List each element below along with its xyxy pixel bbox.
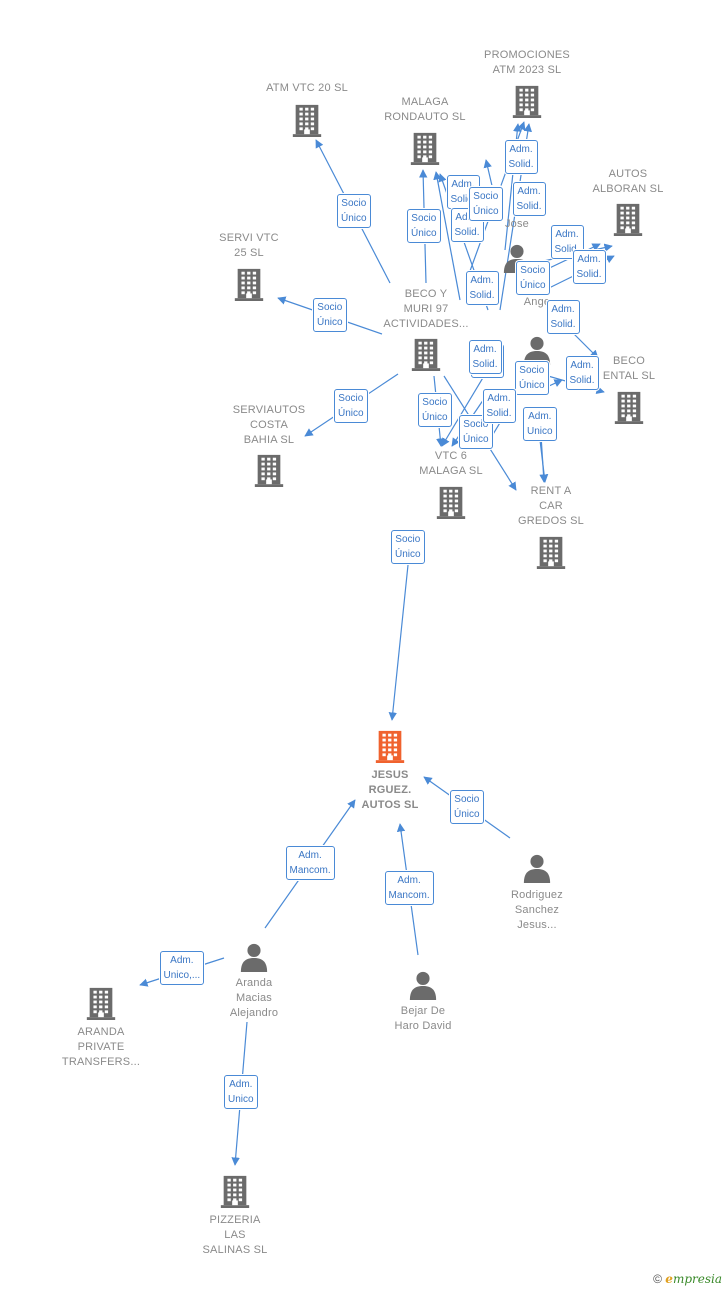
edge-line	[388, 564, 409, 721]
building-icon	[234, 268, 264, 301]
node-label: Rodriguez Sanchez Jesus...	[511, 889, 563, 931]
person-icon	[240, 943, 268, 972]
edge-label[interactable]: Socio Único	[334, 389, 368, 423]
edge-label[interactable]: Adm. Unico	[523, 407, 557, 441]
edge-label[interactable]: Adm. Unico	[224, 1075, 258, 1109]
edge-label[interactable]: Socio Único	[450, 790, 484, 824]
edge-line	[441, 365, 491, 447]
node-label: Aranda Macias Alejandro	[229, 977, 279, 1019]
brand-logo[interactable]: empresia	[665, 1272, 722, 1286]
edge-line	[539, 439, 549, 483]
node-label: VTC 6 MALAGA SL	[419, 450, 483, 477]
edge-label[interactable]: Adm. Solid.	[546, 300, 580, 334]
building-icon	[86, 987, 116, 1020]
brand-logo-rest: mpresia	[672, 1272, 722, 1286]
building-icon	[220, 1175, 250, 1208]
building-icon	[254, 454, 284, 487]
edge-label[interactable]: Adm. Solid.	[572, 250, 606, 284]
edge-label[interactable]: Socio Único	[407, 209, 441, 243]
node-label: PIZZERIA LAS SALINAS SL	[202, 1214, 268, 1256]
footer: © empresia	[653, 1272, 722, 1286]
node-label: ATM VTC 20 SL	[266, 82, 348, 94]
node-label: ARANDA PRIVATE TRANSFERS...	[61, 1026, 141, 1068]
edge-label[interactable]: Adm. Mancom.	[285, 846, 335, 880]
edge-label[interactable]: Adm. Unico,...	[159, 951, 205, 985]
building-icon	[436, 486, 466, 519]
edge-label[interactable]: Socio Único	[337, 194, 371, 228]
edge-label[interactable]: Adm. Solid.	[512, 182, 546, 216]
node-label: MALAGA RONDAUTO SL	[384, 96, 466, 123]
node-label: Bejar De Haro David	[394, 1005, 452, 1032]
building-icon	[614, 391, 644, 424]
building-icon	[292, 104, 322, 137]
edge-label[interactable]: Adm. Solid.	[504, 140, 538, 174]
node-label: RENT A CAR GREDOS SL	[518, 485, 584, 527]
building-icon	[512, 85, 542, 118]
building-icon	[411, 338, 441, 371]
edge-label[interactable]: Socio Único	[515, 361, 549, 395]
building-icon	[613, 203, 643, 236]
node-label: SERVIAUTOS COSTA BAHIA SL	[232, 404, 306, 446]
node-label: BECO Y MURI 97 ACTIVIDADES...	[383, 288, 469, 330]
edge-label[interactable]: Socio Único	[469, 187, 503, 221]
edge-label[interactable]: Adm. Mancom.	[384, 871, 434, 905]
building-icon	[410, 132, 440, 165]
edge-label[interactable]: Socio Único	[418, 393, 452, 427]
edge-label[interactable]: Socio Único	[391, 530, 425, 564]
node-label: Jose	[504, 218, 530, 230]
person-icon	[409, 971, 437, 1000]
node-label: JESUS RGUEZ. AUTOS SL	[361, 769, 419, 811]
person-icon	[523, 854, 551, 883]
node-label: SERVI VTC 25 SL	[219, 232, 279, 259]
edge-label[interactable]: Socio Único	[313, 298, 347, 332]
edge-line	[433, 171, 461, 301]
brand-logo-initial: e	[665, 1272, 673, 1286]
edge-label[interactable]: Adm. Solid.	[465, 271, 499, 305]
copyright-symbol: ©	[653, 1272, 662, 1286]
edge-label[interactable]: Adm. Solid.	[565, 356, 599, 390]
building-icon	[536, 536, 566, 569]
edge-label[interactable]: Adm. Solid.	[482, 389, 516, 423]
node-label: BECO ENTAL SL	[602, 355, 656, 382]
building-icon	[375, 730, 405, 763]
edge-label[interactable]: Adm. Solid.	[468, 340, 502, 374]
node-label: PROMOCIONES ATM 2023 SL	[484, 49, 570, 76]
edge-label[interactable]: Socio Único	[516, 261, 550, 295]
node-label: AUTOS ALBORAN SL	[592, 168, 664, 195]
edge-label[interactable]: Socio Único	[459, 415, 493, 449]
